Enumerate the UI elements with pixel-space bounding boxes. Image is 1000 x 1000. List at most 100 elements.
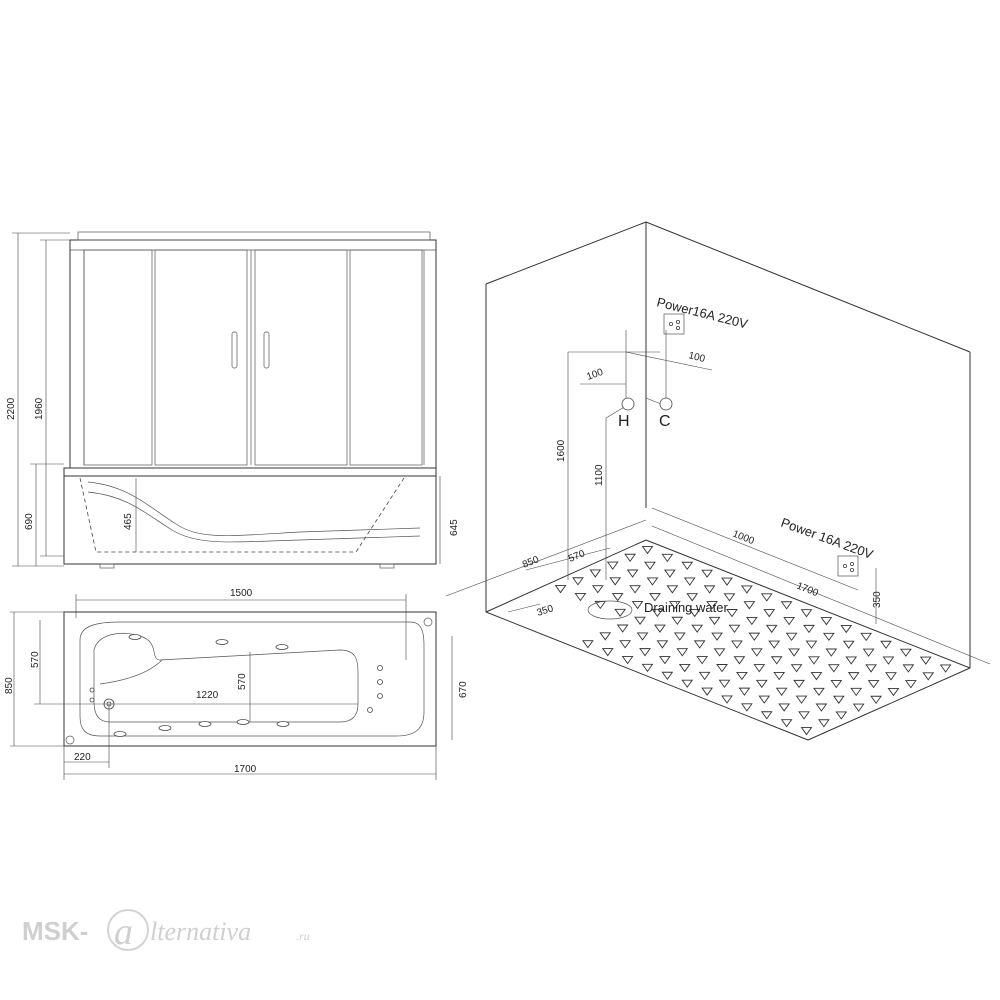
floor-tread-mark	[808, 656, 820, 665]
floor-tread-mark	[611, 593, 624, 602]
power-label-bottom: Power 16A 220V	[779, 515, 875, 562]
dim-left-offset: 100	[585, 367, 605, 383]
floor-tread-mark	[708, 616, 721, 626]
floor-tread-mark	[770, 656, 783, 665]
floor-tread-mark	[788, 648, 800, 657]
watermark-suffix: lternativa	[150, 917, 251, 946]
floor-tread-mark	[780, 601, 793, 610]
floor-tread-mark	[830, 680, 843, 689]
floor-tread-mark	[813, 687, 825, 697]
floor-tread-mark	[609, 577, 622, 586]
floor-tread-mark	[673, 632, 686, 641]
floor-tread-mark	[554, 585, 567, 594]
floor-tread-mark	[818, 719, 830, 728]
tub-inner-outline	[79, 621, 425, 737]
floor-tread-mark	[803, 624, 815, 634]
floor-tread-mark	[790, 664, 803, 673]
floor-tread-mark	[793, 679, 805, 689]
dim-tub-depth: 465	[123, 513, 134, 530]
dim-drain-offset: 350	[536, 603, 556, 619]
floor-tread-mark	[939, 664, 952, 673]
floor-tread-mark	[795, 695, 808, 704]
floor-tread-mark	[842, 640, 855, 649]
floor-tread-mark	[651, 608, 664, 618]
watermark-prefix: MSK-	[22, 916, 88, 946]
front-view: 2200 1960 690 465 645	[6, 231, 460, 569]
floor-tread-mark	[862, 648, 875, 657]
floor-tread-pattern	[554, 545, 952, 736]
floor-tread-mark	[763, 609, 776, 618]
floor-tread-mark	[629, 585, 641, 594]
dim-inner-width-left: 570	[30, 651, 41, 668]
floor-tread-mark	[681, 679, 694, 688]
door-handle-left	[231, 331, 238, 369]
floor-tread-mark	[654, 624, 666, 633]
floor-tread-mark	[631, 600, 644, 610]
floor-tread-mark	[636, 632, 649, 641]
floor-tread-mark	[646, 577, 659, 586]
floor-tread-mark	[760, 711, 773, 720]
glass-panel-right	[349, 249, 423, 466]
floor-tread-mark	[775, 687, 788, 696]
floor-tread-mark	[721, 577, 733, 586]
floor-tread-mark	[827, 664, 840, 673]
floor-tread-mark	[778, 703, 791, 712]
floor-tread-mark	[745, 616, 758, 626]
floor-tread-mark	[656, 640, 669, 649]
floor-tread-mark	[882, 656, 895, 665]
floor-tread-mark	[845, 656, 858, 665]
dim-width: 850	[4, 677, 15, 694]
glass-panel-left	[83, 249, 153, 466]
watermark-letter: a	[114, 911, 133, 953]
dim-inner-length: 1500	[230, 588, 253, 599]
floor-tread-mark	[850, 687, 863, 697]
floor-tread-mark	[686, 593, 699, 602]
floor-tread-mark	[919, 656, 932, 665]
floor-tread-mark	[773, 672, 786, 681]
floor-tread-mark	[706, 601, 718, 610]
floor-tread-mark	[870, 695, 882, 705]
dim-pipe-height: 1600	[556, 439, 567, 462]
floor-tread-mark	[748, 632, 761, 641]
dim-total-length: 1700	[234, 764, 257, 775]
floor-tread-mark	[840, 624, 853, 634]
floor-tread-mark	[820, 617, 833, 626]
dim-tap-height: 1100	[594, 464, 605, 486]
floor-tread-mark	[800, 727, 813, 736]
watermark-domain: .ru	[296, 929, 310, 943]
tub-backrest-curve	[87, 481, 421, 536]
floor-tread-mark	[626, 569, 639, 578]
floor-tread-mark	[663, 569, 676, 578]
floor-tread-mark	[711, 632, 723, 641]
floor-tread-mark	[606, 561, 619, 570]
floor-tread-mark	[683, 577, 696, 586]
floor-tread-mark	[832, 695, 845, 704]
floor-tread-mark	[581, 640, 594, 649]
floor-tread-mark	[634, 616, 646, 625]
floor-tread-mark	[885, 672, 897, 681]
floor-tread-mark	[783, 617, 795, 626]
floor-tread-mark	[733, 656, 746, 665]
floor-tread-mark	[718, 679, 731, 689]
floor-tread-mark	[731, 640, 743, 649]
floor-tread-mark	[624, 553, 636, 563]
door-left	[154, 249, 248, 466]
floor-tread-mark	[835, 711, 848, 720]
dim-tub-height: 690	[24, 513, 35, 530]
floor-tread-mark	[691, 624, 704, 633]
dim-inner-width-center: 570	[237, 673, 248, 690]
dim-floor-width: 850	[521, 554, 541, 571]
tub-basin	[93, 633, 359, 723]
floor-tread-mark	[614, 608, 627, 618]
dim-cabin-height: 1960	[34, 397, 45, 420]
floor-tread-mark	[676, 648, 689, 657]
floor-tread-mark	[668, 601, 681, 610]
floor-tread-mark	[639, 648, 651, 657]
floor-tread-mark	[594, 600, 607, 610]
dim-tub-side: 645	[449, 519, 460, 536]
floor-tread-mark	[721, 695, 733, 704]
floor-tread-mark	[780, 719, 793, 728]
floor-tread-mark	[696, 656, 709, 665]
floor-tread-mark	[867, 680, 880, 689]
